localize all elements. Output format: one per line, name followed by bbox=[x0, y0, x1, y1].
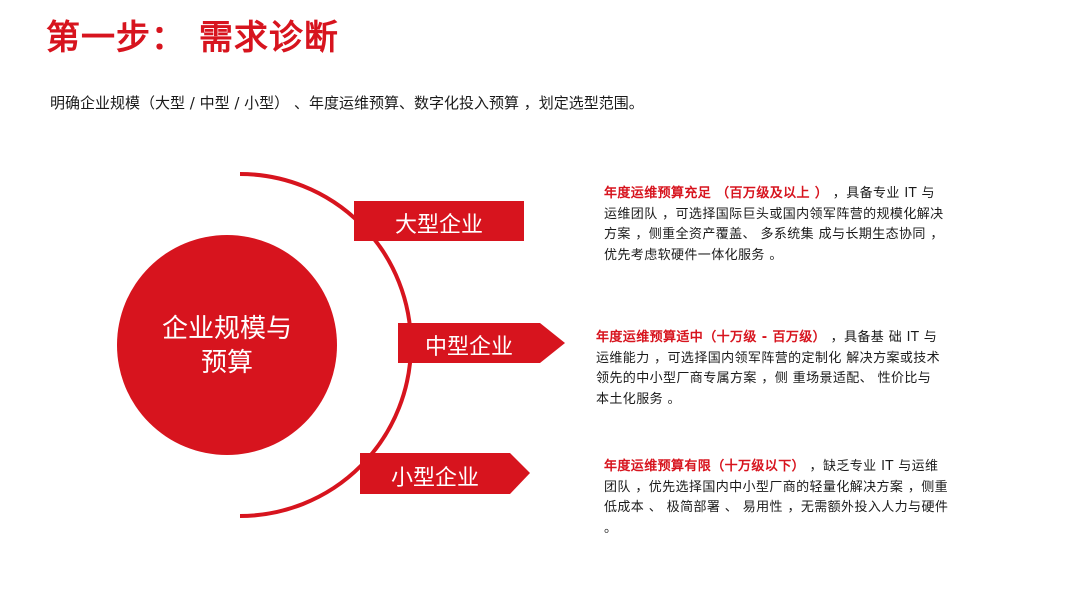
center-label-line2: 预算 bbox=[200, 348, 253, 378]
center-label-line1: 企业规模与 bbox=[161, 314, 292, 344]
segment-arrow-medium bbox=[398, 323, 565, 363]
segment-arrow-small bbox=[360, 453, 530, 494]
segment-desc-small: 年度运维预算有限（十万级以下） ，缺乏专业 IT 与运维团队 ，优先选择国内中小… bbox=[604, 457, 949, 539]
segment-desc-medium-text: ，具备基 础 IT 与运维能力 ，可选择国内领军阵营的定制化 解决方案或技术领先… bbox=[596, 330, 941, 407]
page-subtitle: 明确企业规模（大型 / 中型 / 小型） 、年度运维预算、数字化投入预算 ，划定… bbox=[50, 94, 644, 112]
segment-desc-small-text: ，缺乏专业 IT 与运维团队 ，优先选择国内中小型厂商的轻量化解决方案 ，侧重低… bbox=[604, 459, 949, 536]
center-circle-label: 企业规模与 预算 bbox=[120, 312, 334, 380]
segment-desc-medium: 年度运维预算适中（十万级 - 百万级） ，具备基 础 IT 与运维能力 ，可选择… bbox=[596, 328, 941, 410]
segment-label-small: 小型企业 bbox=[390, 466, 479, 491]
segment-label-medium: 中型企业 bbox=[424, 335, 513, 360]
segment-banner-large bbox=[354, 201, 524, 241]
segment-desc-medium-highlight: 年度运维预算适中（十万级 - 百万级） bbox=[596, 330, 827, 345]
segment-label-large: 大型企业 bbox=[394, 213, 483, 238]
segment-desc-large: 年度运维预算充足 （百万级及以上 ） ，具备专业 IT 与运维团队 ，可选择国际… bbox=[604, 184, 944, 266]
center-circle bbox=[117, 235, 337, 455]
segment-desc-small-highlight: 年度运维预算有限（十万级以下） bbox=[604, 459, 806, 474]
page-title: 第一步： 需求诊断 bbox=[46, 18, 339, 58]
segment-desc-large-text: ，具备专业 IT 与运维团队 ，可选择国际巨头或国内领军阵营的规模化解决方案 ，… bbox=[604, 186, 944, 263]
segment-desc-large-highlight: 年度运维预算充足 （百万级及以上 ） bbox=[604, 186, 829, 201]
